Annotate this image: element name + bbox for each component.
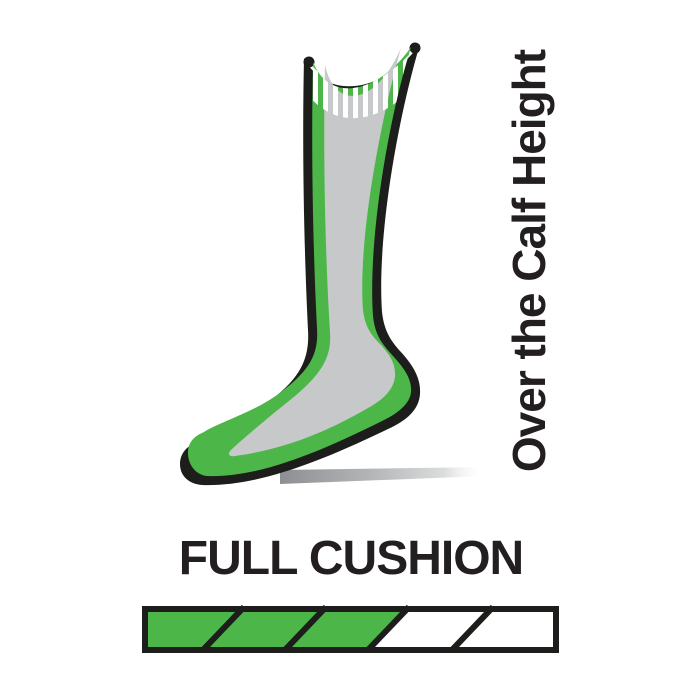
cuff-ribbing [300,47,412,119]
cuff-tip-left [303,56,315,68]
cushion-level-bar [142,604,559,654]
cuff-tip-right [409,42,421,54]
bar-filled-area [148,612,405,647]
sock-inner-body [228,48,401,457]
foot-shadow [280,467,486,484]
bar-divider [281,604,329,654]
bar-divider [448,604,496,654]
bar-border [142,606,559,653]
bar-divider [364,604,412,654]
bar-divider [199,604,247,654]
height-label: Over the Calf Height [503,49,555,473]
cushion-title: FULL CUSHION [178,532,524,585]
